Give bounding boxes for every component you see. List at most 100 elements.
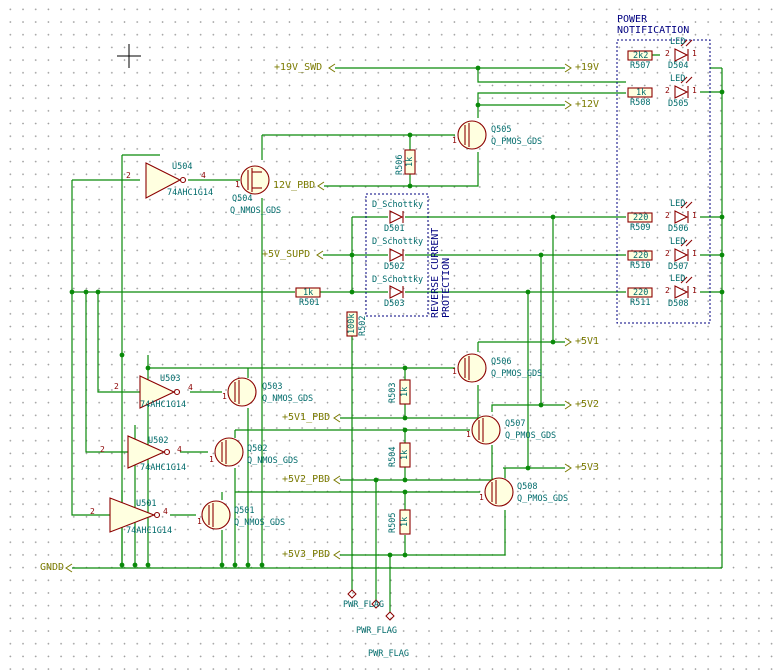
label-d505-ref: D505 [668,99,689,109]
label-d504-ref: D504 [668,61,689,71]
net-label-gndd: GNDD [40,562,65,573]
label-q503-value: Q_NMOS_GDS [262,394,314,404]
net-label-plus5v-supd: +5V_SUPD [262,249,311,260]
power-flag-label-1: PWR_FLAG [343,600,384,610]
led-d506[interactable] [674,201,693,224]
diode-d501[interactable] [389,210,404,224]
resistor-r504[interactable] [399,442,411,468]
nmos-q501[interactable] [201,500,231,530]
resistor-r511[interactable] [627,287,653,298]
pin-number: 2 [665,49,670,58]
pin-number: 2 [100,445,105,454]
net-label-5v2-pbd: +5V2_PBD [282,474,331,485]
pin-number: 4 [177,445,182,454]
label-u503-value: 74AHC1G14 [140,400,187,410]
pin-number: 2 [665,286,670,295]
label-r503-ref: R503 [388,382,398,403]
pmos-q505[interactable] [457,120,487,150]
pin-number: 1 [466,430,471,439]
label-d508-ref: D508 [668,299,689,309]
pin-number: 1 [235,180,240,189]
label-q508-ref: Q508 [517,482,538,492]
resistor-r502[interactable] [346,311,358,337]
led-d508[interactable] [674,276,693,299]
power-flag-label-2: PWR_FLAG [356,626,397,636]
label-r504-value: 1k [400,449,410,460]
pin-number: 4 [201,171,206,180]
label-r510-value: 220 [633,251,649,261]
pin-number: 1 [209,455,214,464]
label-r510-ref: R510 [630,261,651,271]
label-r508-ref: R508 [630,98,651,108]
resistor-r505[interactable] [399,509,411,535]
label-d502-value: D_Schottky [372,237,424,247]
resistor-r508[interactable] [627,87,653,98]
resistor-r507[interactable] [627,50,653,61]
resistor-r503[interactable] [399,379,411,405]
label-r507-value: 2k2 [633,51,649,61]
inverter-u502[interactable] [127,435,171,469]
label-d506-value: LED [670,199,686,209]
nmos-q504[interactable] [240,165,270,195]
label-q506-ref: Q506 [491,357,512,367]
label-r508-value: 1k [636,88,647,98]
label-r505-value: 1k [400,516,410,527]
label-d507-ref: D507 [668,262,689,272]
label-q506-value: Q_PMOS_GDS [491,369,543,379]
label-r501-value: 1k [303,288,314,298]
led-d507[interactable] [674,239,693,262]
label-q505-value: Q_PMOS_GDS [491,137,543,147]
label-q505-ref: Q505 [491,125,512,135]
label-r506-value: 1k [405,156,415,167]
pin-number: 1 [692,286,697,295]
inverter-u501[interactable] [109,497,161,533]
label-q503-ref: Q503 [262,382,283,392]
label-r507-ref: R507 [630,61,651,71]
label-r502-ref: R502 [358,315,368,336]
net-label-plus5v1: +5V1 [575,336,600,347]
label-r506-ref: R506 [395,154,405,175]
resistor-r510[interactable] [627,250,653,261]
label-q502-ref: Q502 [247,444,268,454]
resistor-r506[interactable] [404,149,416,175]
resistor-r509[interactable] [627,212,653,223]
pin-number: 1 [479,493,484,502]
led-d504[interactable] [674,39,693,62]
power-flag-label-3: PWR_FLAG [368,649,409,659]
label-u504-ref: U504 [172,162,193,172]
pmos-q507[interactable] [471,415,501,445]
label-d503-ref: D503 [384,299,405,309]
pin-number: 2 [665,211,670,220]
label-q508-value: Q_PMOS_GDS [517,494,569,504]
note-power-notification: POWER NOTIFICATION [617,14,690,36]
diode-d502[interactable] [389,248,404,262]
label-d503-value: D_Schottky [372,275,424,285]
net-label-plus5v2: +5V2 [575,399,600,410]
note-reverse-current-protection: REVERSE CURRENT PROTECTION [430,227,452,318]
label-d505-value: LED [670,74,686,84]
inverter-u504[interactable] [145,162,187,199]
label-r511-ref: R511 [630,298,651,308]
pmos-q506[interactable] [457,353,487,383]
resistor-r501[interactable] [295,287,321,298]
inverter-u503[interactable] [139,375,181,409]
net-label-plus19v-swd: +19V_SWD [274,62,323,73]
pin-number: 4 [163,507,168,516]
pin-number: 2 [90,507,95,516]
label-r511-value: 220 [633,288,649,298]
label-d504-value: LED [670,37,686,47]
diode-d503[interactable] [389,285,404,299]
cursor-crosshair [117,44,141,68]
nmos-q502[interactable] [214,437,244,467]
pin-number: 2 [126,171,131,180]
label-q504-ref: Q504 [232,194,253,204]
label-r509-ref: R509 [630,223,651,233]
label-r509-value: 220 [633,213,649,223]
pmos-q508[interactable] [484,477,514,507]
label-q502-value: Q_NMOS_GDS [247,456,299,466]
led-d505[interactable] [674,76,693,99]
nmos-q503[interactable] [227,377,257,407]
pin-number: 1 [692,86,697,95]
